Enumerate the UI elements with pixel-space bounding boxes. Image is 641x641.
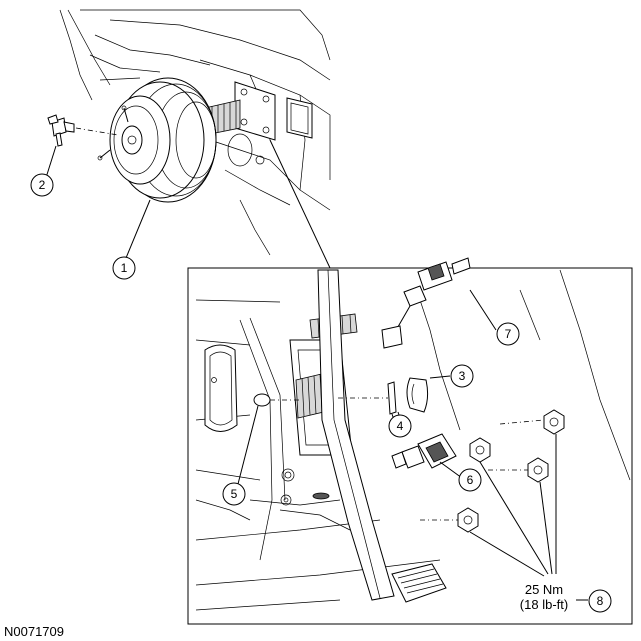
callout-5-label: 5 [231, 487, 238, 501]
detail-inset-view [195, 257, 631, 611]
upper-assembly-view [43, 9, 331, 269]
callout-2-circle [30, 173, 54, 197]
callout-2-label: 2 [39, 178, 46, 192]
callout-7-label: 7 [505, 327, 512, 341]
hex-nuts [457, 409, 565, 533]
callout-7-circle [496, 322, 520, 346]
callout-6-circle [458, 468, 482, 492]
vacuum-check-valve [47, 114, 75, 147]
callout-5-circle [222, 482, 246, 506]
detail-inset-frame [187, 267, 633, 625]
pedal-clip [406, 377, 429, 413]
figure-id: N0071709 [4, 624, 64, 639]
torque-spec-metric: 25 Nm [525, 582, 563, 597]
callout-3-circle [450, 364, 474, 388]
callout-4-label: 4 [397, 419, 404, 433]
pedal-position-switch [391, 433, 457, 469]
upper-switch [381, 257, 471, 349]
callout-1-circle [112, 256, 136, 280]
callout-8-label: 8 [597, 594, 604, 608]
callout-1-label: 1 [121, 261, 128, 275]
callout-8-circle [588, 589, 612, 613]
torque-spec-imperial: (18 lb-ft) [520, 597, 568, 612]
callout-6-label: 6 [467, 473, 474, 487]
callout-4-circle [388, 414, 412, 438]
callout-3-label: 3 [459, 369, 466, 383]
brake-booster [97, 77, 217, 203]
